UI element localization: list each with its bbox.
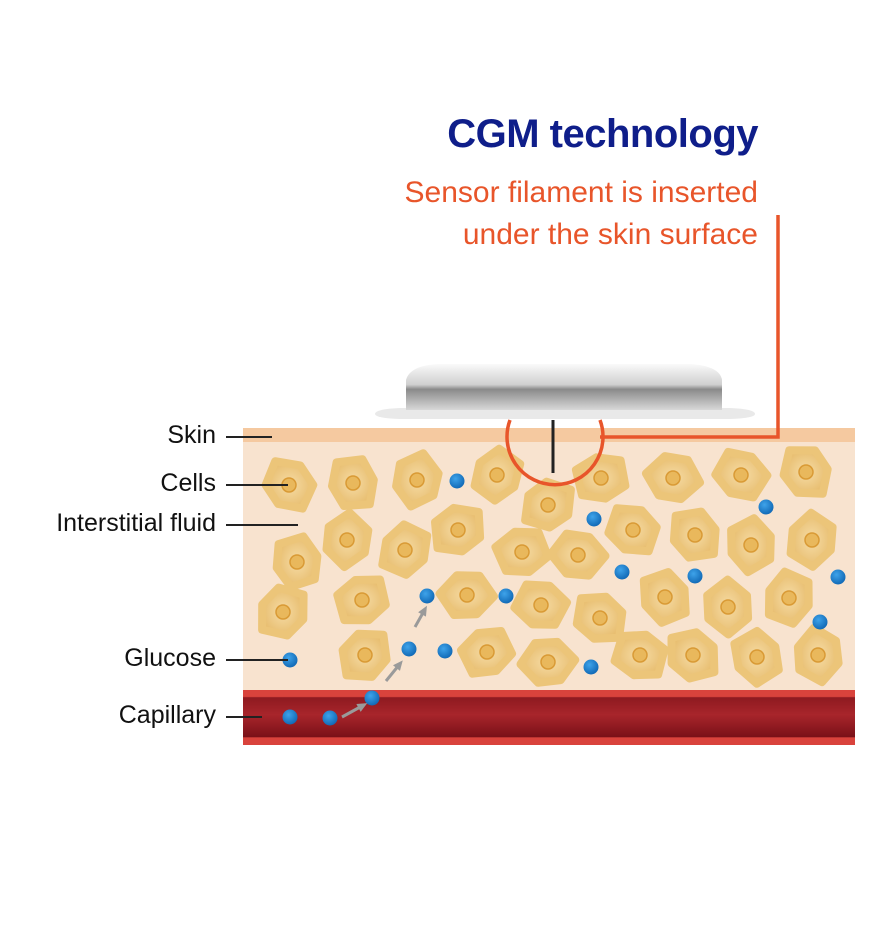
glucose-molecule [419, 588, 435, 604]
label-interstitial-fluid: Interstitial fluid [56, 509, 216, 537]
sensor-device [375, 364, 755, 419]
glucose-molecule [830, 569, 846, 585]
arrows-group [341, 605, 427, 719]
cell-nucleus [479, 644, 495, 660]
zoom-circle [505, 419, 605, 487]
arrow-icon [413, 605, 427, 628]
cell-nucleus [345, 475, 361, 491]
glucose-molecule [498, 588, 514, 604]
cell-nucleus [514, 544, 530, 560]
glucose-molecule [282, 652, 298, 668]
glucose-molecule [437, 643, 453, 659]
cell-nucleus [354, 592, 370, 608]
cell-nucleus [798, 464, 814, 480]
cell-nucleus [533, 597, 549, 613]
cell-nucleus [687, 527, 703, 543]
cell-nucleus [450, 522, 466, 538]
glucose-molecule [364, 690, 380, 706]
cell-nucleus [409, 472, 425, 488]
glucose-molecule [812, 614, 828, 630]
cell-nucleus [781, 590, 797, 606]
cell-nucleus [665, 470, 681, 486]
glucose-molecule [401, 641, 417, 657]
cell-nucleus [339, 532, 355, 548]
cell-nucleus [592, 610, 608, 626]
label-cells: Cells [160, 469, 216, 497]
glucose-molecule [758, 499, 774, 515]
capillary [243, 690, 855, 745]
cell-nucleus [625, 522, 641, 538]
skin-layer [243, 428, 855, 442]
cell-nucleus [397, 542, 413, 558]
cell-nucleus [810, 647, 826, 663]
glucose-molecule [687, 568, 703, 584]
glucose-molecule [322, 710, 338, 726]
cell-nucleus [540, 654, 556, 670]
label-capillary: Capillary [118, 701, 216, 729]
cell-nucleus [289, 554, 305, 570]
glucose-molecule [449, 473, 465, 489]
cell-nucleus [685, 647, 701, 663]
cell-nucleus [275, 604, 291, 620]
cell-nucleus [657, 589, 673, 605]
glucose-molecule [614, 564, 630, 580]
cell-nucleus [632, 647, 648, 663]
glucose-molecule [583, 659, 599, 675]
subtitle-line-2: under the skin surface [462, 218, 758, 251]
cell-nucleus [540, 497, 556, 513]
leader-lines [226, 436, 298, 718]
cell-nucleus [733, 467, 749, 483]
label-skin: Skin [167, 421, 216, 449]
glucose-molecule [586, 511, 602, 527]
subtitle-line-1: Sensor filament is inserted [404, 176, 759, 209]
cell-nucleus [804, 532, 820, 548]
cell-nucleus [749, 649, 765, 665]
glucose-group [282, 473, 846, 726]
cell-nucleus [593, 470, 609, 486]
label-glucose: Glucose [124, 644, 216, 672]
arrow-icon [341, 703, 368, 719]
cell-nucleus [489, 467, 505, 483]
cell-nucleus [357, 647, 373, 663]
cell-nucleus [570, 547, 586, 563]
cell-nucleus [459, 587, 475, 603]
cells-group [258, 444, 843, 688]
cell-nucleus [720, 599, 736, 615]
callout-line [600, 215, 780, 439]
arrow-icon [384, 660, 403, 682]
cell-nucleus [743, 537, 759, 553]
subtitle: Sensor filament is inserted under the sk… [405, 172, 759, 256]
glucose-molecule [282, 709, 298, 725]
title: CGM technology [447, 112, 758, 156]
